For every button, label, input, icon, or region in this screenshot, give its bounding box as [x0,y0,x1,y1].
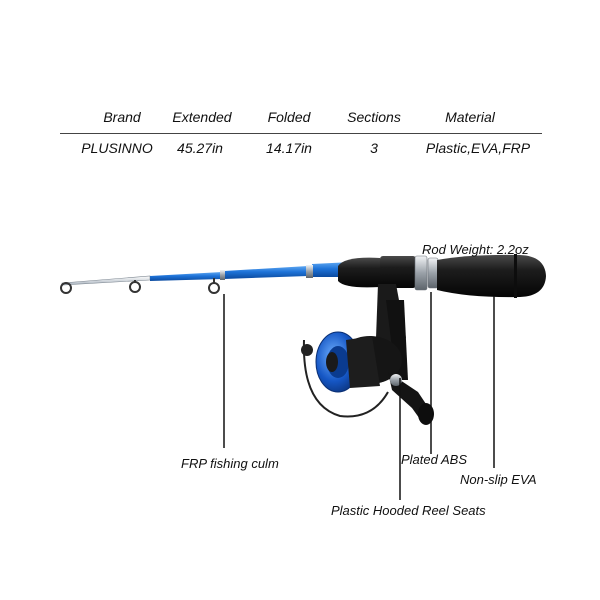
rear-eva-handle [437,254,546,298]
plated-abs-label: Plated ABS [401,452,468,467]
non-slip-eva-label: Non-slip EVA [460,472,537,487]
table-divider [60,133,542,134]
callout-lines [223,292,495,500]
value-folded: 14.17in [266,140,312,156]
spinning-reel [301,284,434,425]
value-material: Plastic,EVA,FRP [425,140,531,156]
rod-weight-label: Rod Weight: 2.2oz [422,242,529,257]
header-folded: Folded [267,109,311,125]
spec-value-row: PLUSINNO 45.27in 14.17in 3 Plastic,EVA,F… [60,134,542,164]
spec-table: Brand Extended Folded Sections Material … [60,104,542,164]
rod-guides [60,278,220,294]
header-material: Material [445,109,495,125]
header-extended: Extended [172,109,232,125]
guide-tip-icon [60,282,72,294]
header-sections: Sections [347,109,401,125]
reel-seats-label: Plastic Hooded Reel Seats [331,503,486,518]
value-brand: PLUSINNO [81,140,153,156]
guide-2-icon [208,282,220,294]
rod-tip-section [61,275,151,286]
header-brand: Brand [103,109,141,125]
value-extended: 45.27in [177,140,223,156]
plated-abs-rings [414,255,439,291]
rod-blue-section [150,262,352,281]
frp-culm-label: FRP fishing culm [181,456,279,471]
fore-grip [338,256,416,288]
value-sections: 3 [370,140,378,156]
spec-header-row: Brand Extended Folded Sections Material [60,104,542,134]
guide-1-icon [129,281,141,293]
